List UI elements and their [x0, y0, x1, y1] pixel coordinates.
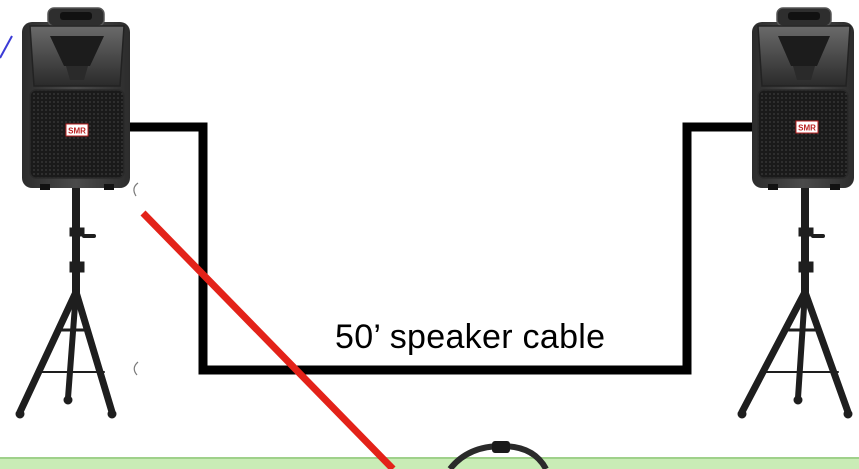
arc-mark-lower: [134, 362, 138, 375]
cable-label: 50’ speaker cable: [335, 318, 605, 357]
arc-mark-upper: [134, 183, 138, 196]
tripod-stand-icon: [738, 188, 852, 418]
speaker-icon: SMR: [22, 8, 130, 190]
left-speaker-badge-text: SMR: [68, 127, 86, 136]
floor-strip: [0, 458, 859, 469]
right-speaker-badge-text: SMR: [798, 124, 816, 133]
speaker-icon: SMR: [752, 8, 854, 190]
left-speaker-assembly: SMR: [16, 8, 130, 418]
tripod-stand-icon: [16, 188, 116, 418]
blue-mark: [0, 36, 12, 58]
right-speaker-assembly: SMR: [738, 8, 854, 418]
